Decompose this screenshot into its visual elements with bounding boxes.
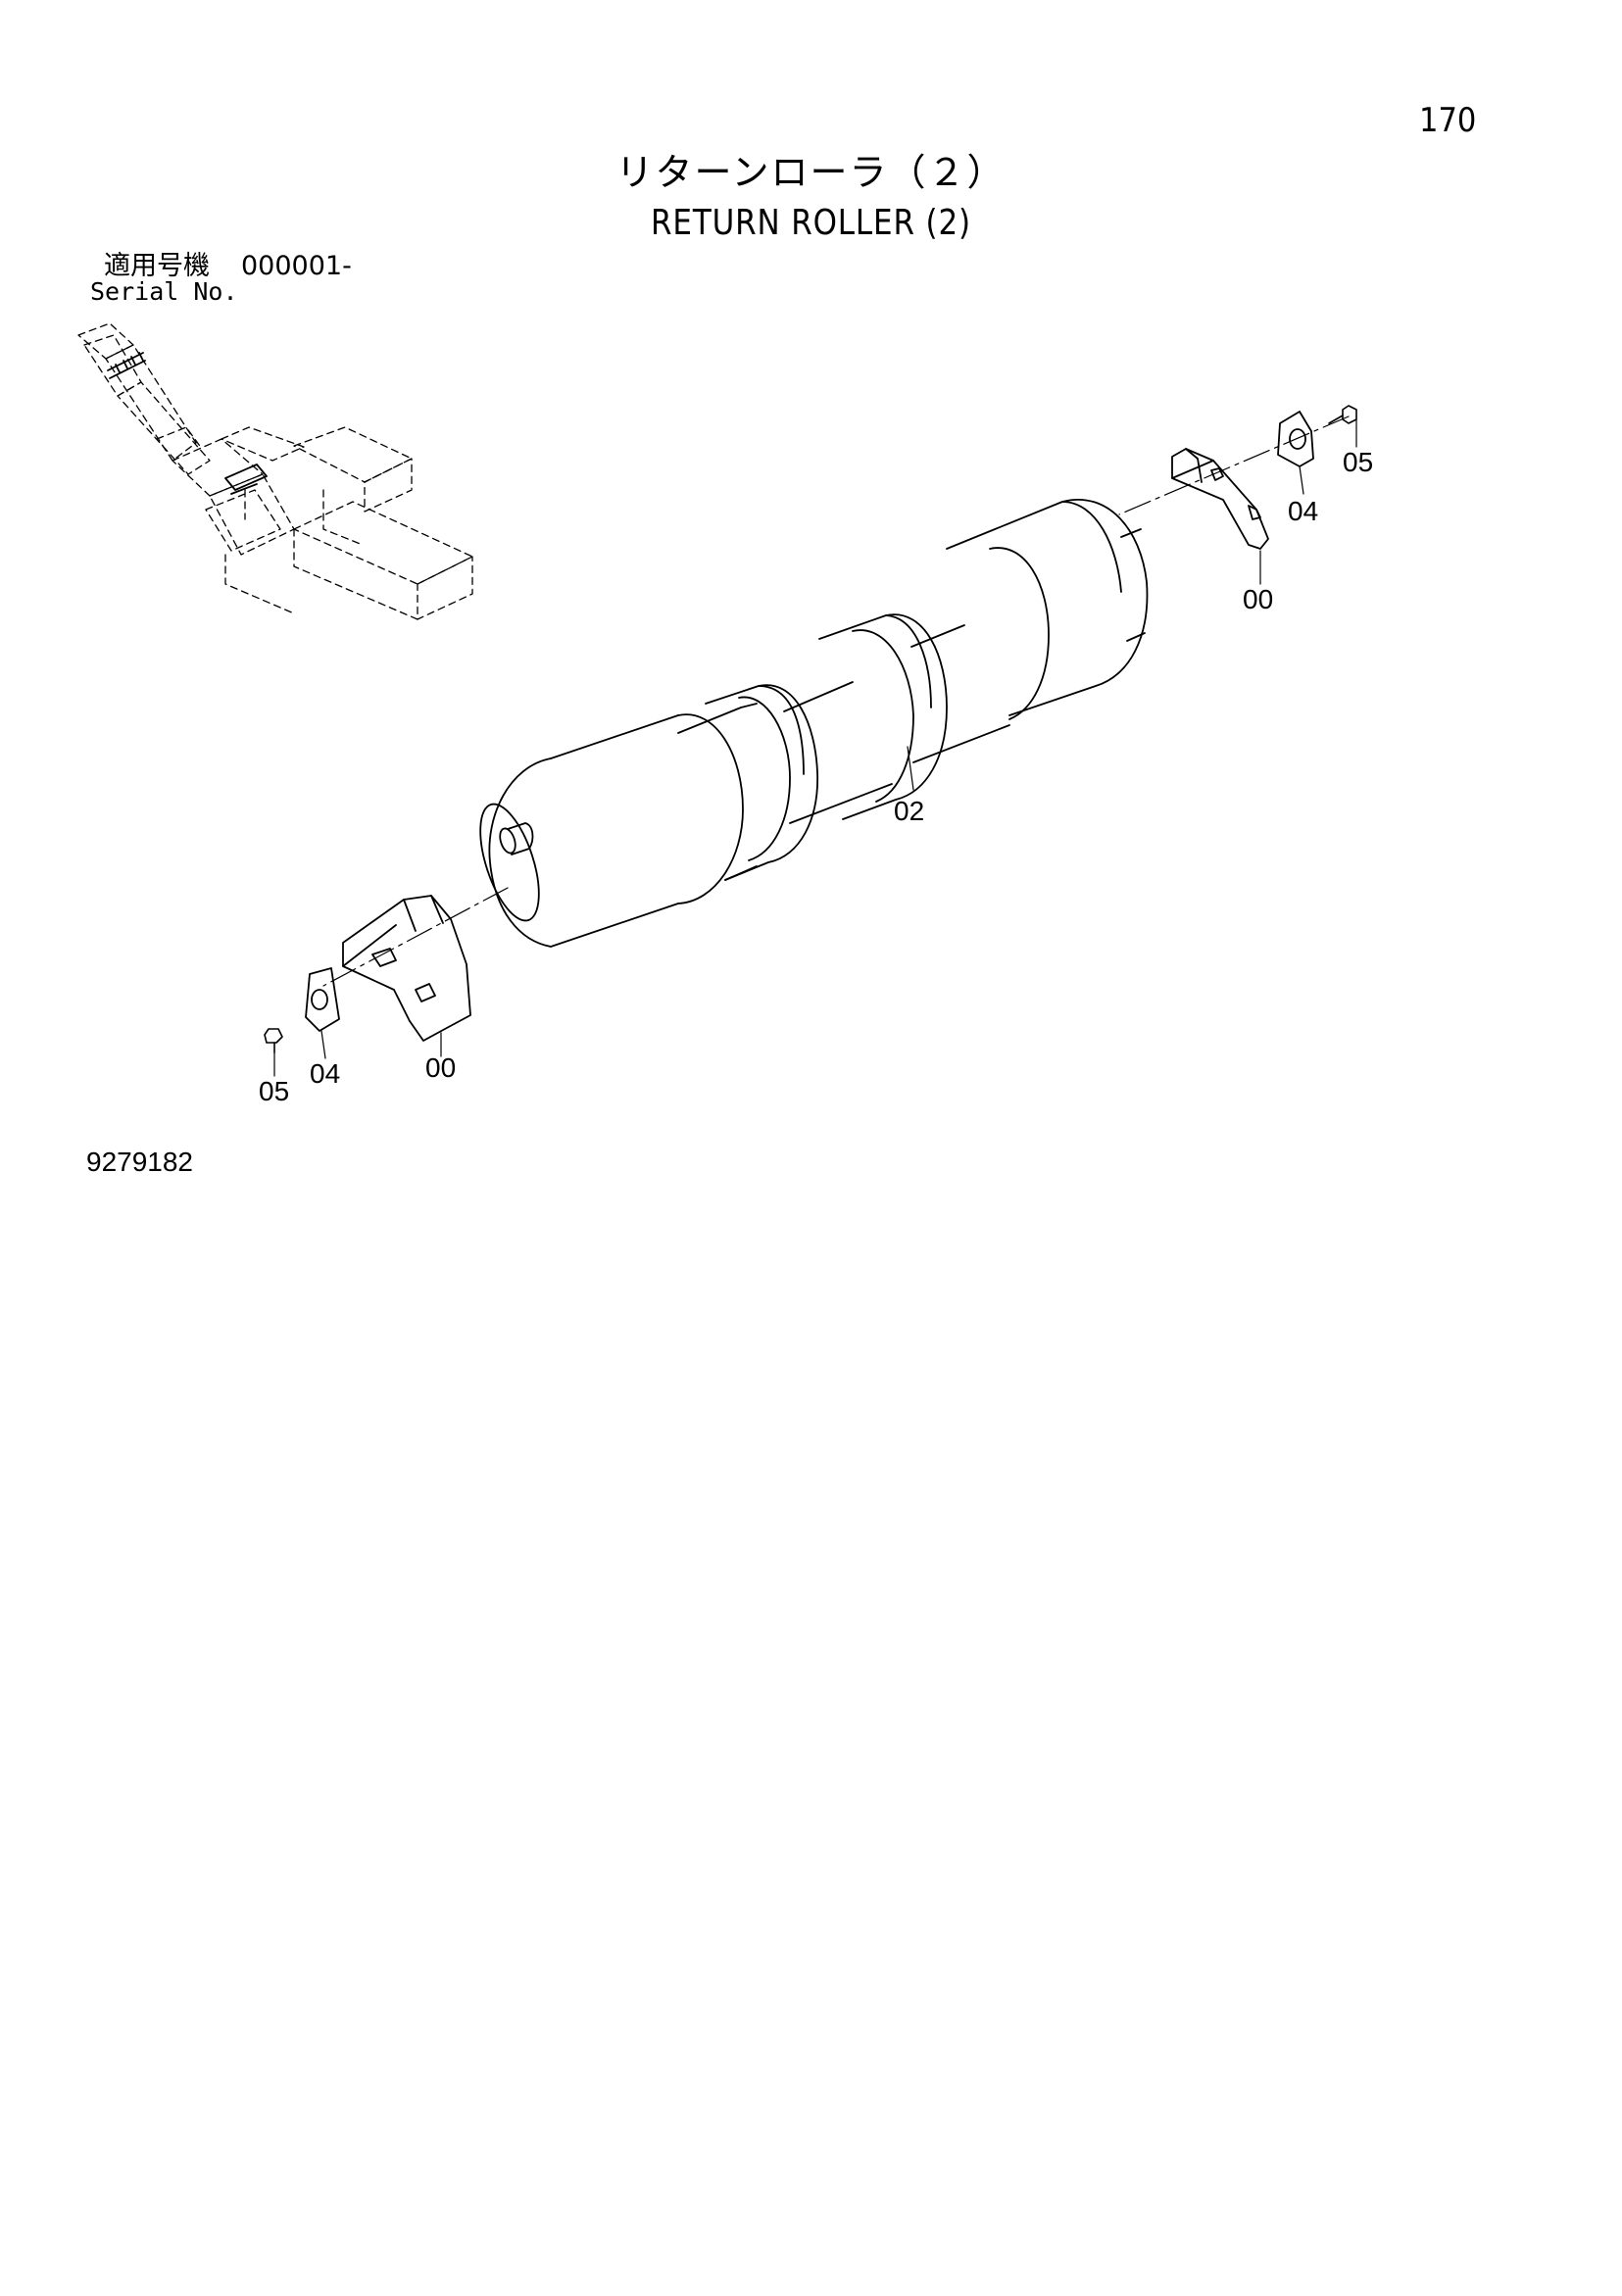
callout-05-left: 05 xyxy=(259,1076,290,1106)
plate-right xyxy=(1277,411,1314,467)
locator-highlight xyxy=(107,352,268,495)
return-roller xyxy=(479,499,1149,948)
callout-04-right: 04 xyxy=(1288,496,1319,526)
bolt-left xyxy=(264,1028,283,1053)
serial-range: 000001- xyxy=(241,251,352,281)
serial-label-english: Serial No. xyxy=(90,277,238,306)
callout-00-left: 00 xyxy=(425,1052,457,1083)
title-japanese: リターンローラ（２） xyxy=(615,151,1007,194)
callout-05-right: 05 xyxy=(1343,447,1374,477)
callout-02: 02 xyxy=(894,796,925,826)
diagram-number: 9279182 xyxy=(86,1147,194,1177)
plate-left xyxy=(305,967,340,1032)
bracket-left xyxy=(342,895,471,1042)
title-english: RETURN ROLLER (2) xyxy=(651,203,971,243)
serial-label-japanese: 適用号機 xyxy=(104,251,210,281)
bolt-right xyxy=(1328,405,1357,424)
locator-thumbnail xyxy=(77,322,473,620)
callout-00-right: 00 xyxy=(1243,584,1274,614)
page-number: 170 xyxy=(1419,101,1477,140)
bracket-right xyxy=(1171,448,1269,550)
callout-04-left: 04 xyxy=(310,1058,341,1089)
